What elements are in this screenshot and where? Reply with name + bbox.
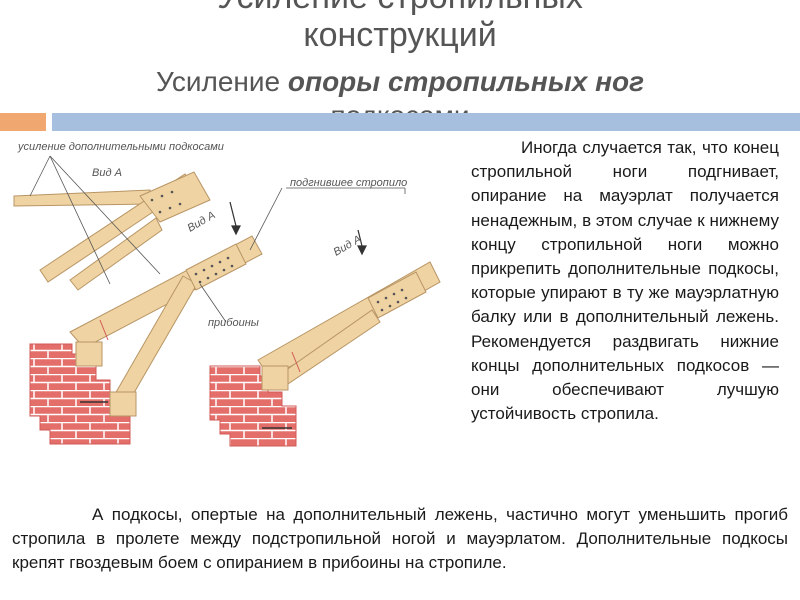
label-view-a-2: Вид А bbox=[186, 209, 218, 234]
wall-plate-right bbox=[261, 365, 289, 391]
leader-lines bbox=[29, 155, 406, 323]
label-view-a-1: Вид А bbox=[92, 167, 122, 179]
ridge-clamp bbox=[139, 171, 211, 223]
cut-line-left bbox=[99, 319, 109, 341]
label-nailers: прибоины bbox=[208, 317, 259, 329]
title-bold: опоры стропильных ног bbox=[287, 66, 645, 97]
label-reinforcement: усиление дополнительными подкосами bbox=[17, 141, 224, 153]
rafter-diagram: усиление дополнительными подкосами Вид А… bbox=[13, 141, 441, 447]
title-line-top: Усиление стропильных bbox=[0, 0, 800, 17]
nailer-left bbox=[185, 243, 247, 291]
accent-bar-orange bbox=[0, 113, 46, 131]
view-arrows bbox=[229, 201, 367, 256]
nail-dots-right bbox=[376, 288, 408, 312]
title-prefix: Усиление bbox=[155, 66, 288, 97]
title-line-2: Усиление опоры стропильных ног bbox=[0, 66, 800, 98]
paragraph-bottom: А подкосы, опертые на дополнительный леж… bbox=[12, 505, 788, 573]
label-view-a-3: Вид А bbox=[332, 233, 364, 258]
wall-plate-left bbox=[75, 341, 103, 367]
sleeper-left bbox=[109, 391, 137, 417]
title-line-1: конструкций bbox=[303, 16, 497, 54]
label-rotten-rafter: подгнившее стропило bbox=[290, 177, 407, 189]
accent-bar-blue bbox=[52, 113, 800, 131]
cut-line-right bbox=[291, 351, 301, 373]
upper-beam bbox=[13, 189, 151, 207]
paragraph-right: Иногда случается так, что конец стропиль… bbox=[471, 138, 779, 424]
nailer-right bbox=[367, 271, 427, 319]
nail-dots-left bbox=[150, 190, 234, 284]
